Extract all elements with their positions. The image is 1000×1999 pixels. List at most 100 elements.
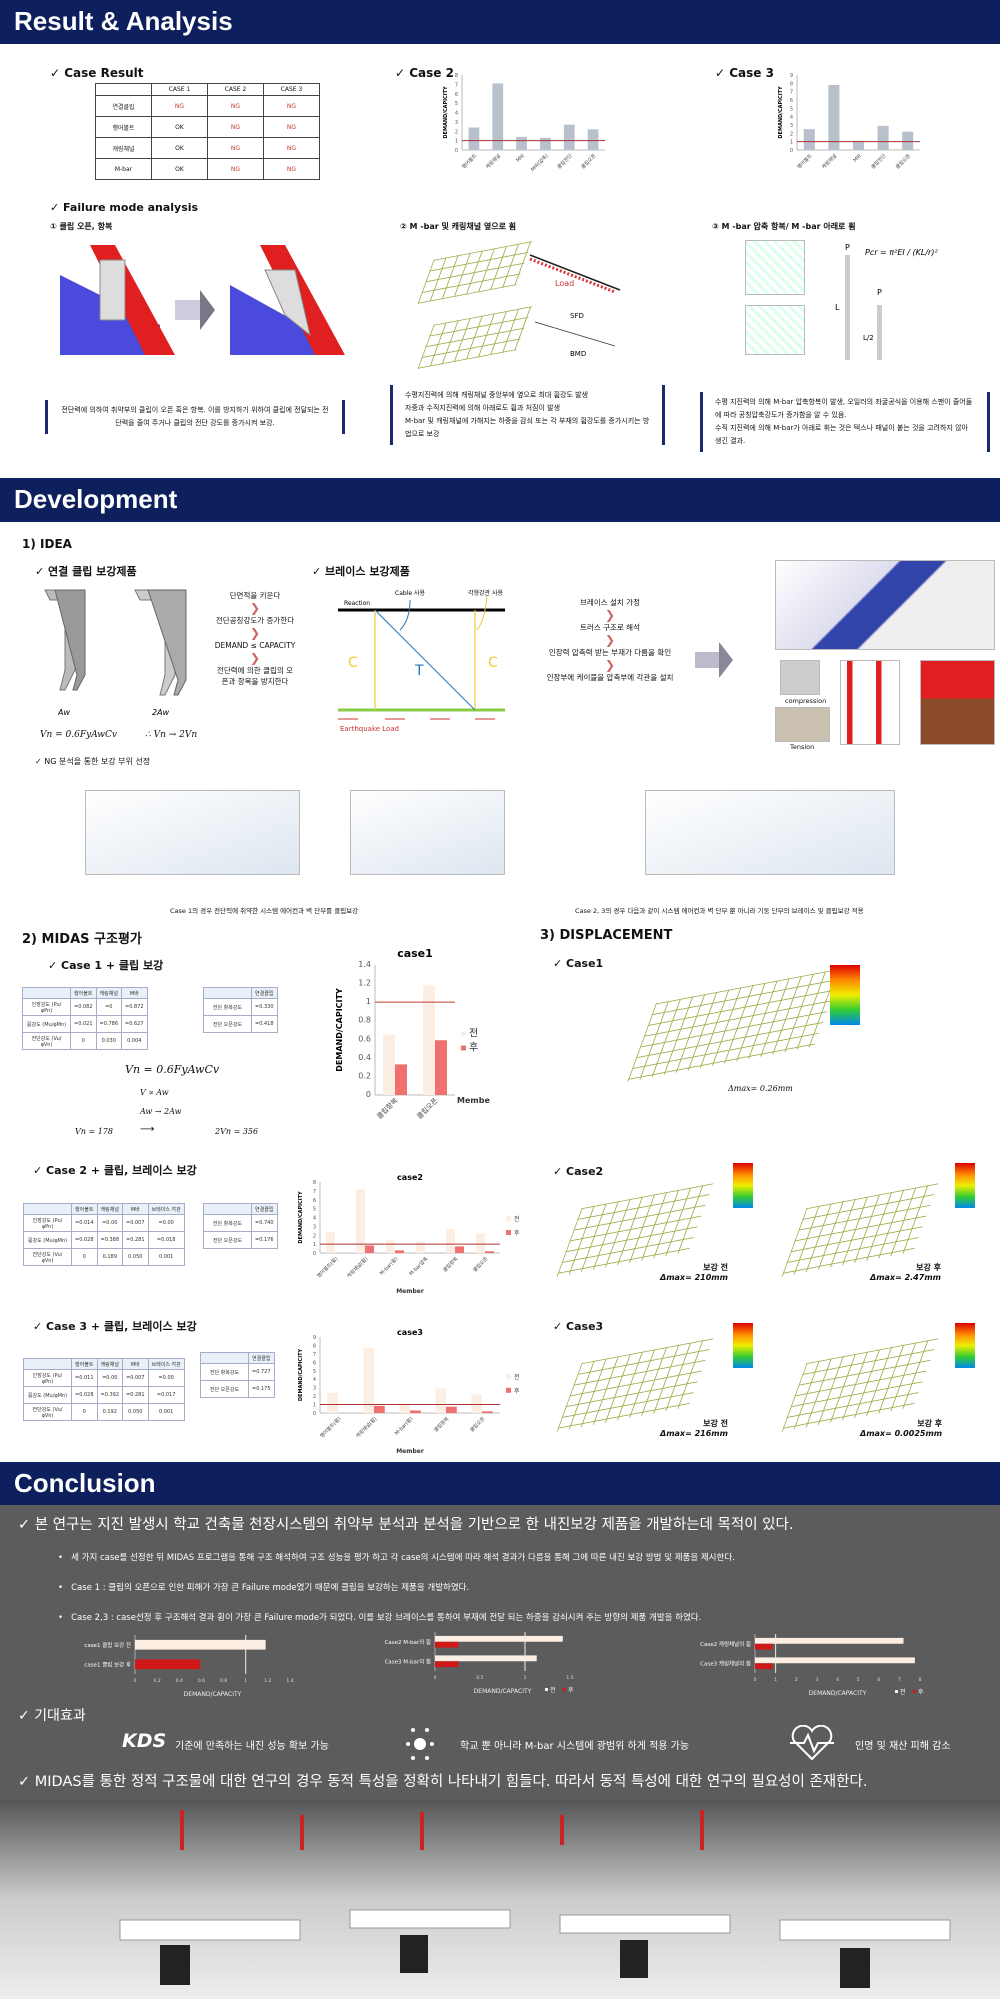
cable-label: Cable 사용: [395, 589, 425, 597]
table-cell: 휨강도 (Mu/φMn): [22, 1015, 71, 1033]
legend-swatch: [895, 1690, 898, 1693]
chevron-down-icon: ❯: [249, 651, 261, 665]
c-label-2: C: [488, 655, 498, 671]
clip-failure-figure: [60, 245, 345, 355]
aw-label: Aw: [57, 708, 70, 717]
l-label: L: [835, 303, 840, 312]
t-label: T: [414, 663, 424, 679]
table-cell: =0.028: [71, 1231, 98, 1249]
flow-step: 트러스 구조로 해석: [580, 623, 640, 632]
table-cell: 0.001: [147, 1248, 185, 1266]
proportional-formula: V ∝ Aw: [140, 1088, 169, 1097]
table-header: 연결클립: [251, 1203, 278, 1215]
legend-label: 후: [568, 1686, 574, 1694]
table-cell: =0.018: [147, 1231, 185, 1249]
x-axis-label: Member: [396, 1448, 424, 1455]
load-label: Load: [555, 279, 574, 288]
legend-label: 전: [469, 1028, 478, 1040]
chart-title: case1: [397, 947, 433, 960]
table-header-row: 연결클립: [203, 987, 278, 999]
x-tick-label: M바: [852, 152, 864, 164]
displacement-title: 3) DISPLACEMENT: [540, 928, 673, 943]
table-cell: NG: [207, 116, 264, 138]
table-cell: OK: [151, 158, 208, 180]
table-cell: 전단 항복강도: [203, 998, 252, 1016]
flow-step: 인장부에 케이블을 압축부에 각관을 설치: [546, 673, 674, 682]
l2-label: L/2: [863, 334, 874, 342]
case1-reinforcement-render: [85, 790, 300, 875]
pipe-label: 각형강관 사용: [468, 589, 504, 597]
x-tick-label: 7: [898, 1677, 901, 1683]
disp-case3-title: ✓ Case3: [553, 1320, 604, 1333]
table-cell: 연결클립: [95, 95, 152, 117]
bar-후: [446, 1406, 457, 1413]
bar-후: [365, 1245, 374, 1253]
y-tick-label: 5: [455, 101, 458, 107]
y-tick-label: 1.2: [358, 979, 371, 988]
legend-swatch: [461, 1045, 466, 1051]
bullet-text: Case 2,3 : case선정 후 구조해석 결과 휨이 가장 큰 Fail…: [71, 1613, 702, 1623]
flow-step: 전단공칭강도가 증가한다: [215, 616, 295, 625]
x-tick-label: 클립전단: [870, 152, 888, 170]
bar-후: [455, 1246, 464, 1253]
table-header: 연결클립: [248, 1352, 275, 1364]
table-cell: 0.030: [95, 1032, 123, 1050]
y-tick-label: 0.2: [358, 1071, 371, 1080]
before-label: 보강 전: [703, 1263, 728, 1272]
bar-후: [435, 1661, 459, 1668]
after-label: 보강 후: [917, 1419, 943, 1428]
table-header: 연결클립: [251, 987, 278, 999]
table-cell: =0.176: [251, 1231, 278, 1249]
note-text: 자중과 수직지진력에 의해 아래로도 휨과 처짐이 발생: [405, 404, 561, 412]
table-header: [203, 1203, 252, 1215]
table-cell: 인장강도 (Pu/φPn): [22, 998, 71, 1016]
network-icon: [406, 1728, 434, 1760]
bar-전: [435, 1655, 537, 1662]
table-cell: =0.281: [122, 1231, 149, 1249]
displacement-legend: [955, 1323, 975, 1368]
table-row: 인장강도 (Pu/φPn)=0.014=0.00=0.007=0.00: [23, 1214, 185, 1232]
y-tick-label: 6: [455, 92, 458, 98]
table-header: M바: [121, 987, 148, 999]
note-failure-2: 수평지진력에 의해 캐링채널 중앙부에 옆으로 최대 휨강도 발생 자중과 수직…: [390, 385, 665, 445]
x-tick-label: 5: [857, 1677, 860, 1683]
table-cell: =0.007: [122, 1214, 149, 1232]
table-cell: =0.175: [248, 1380, 275, 1398]
y-tick-label: 8: [313, 1180, 316, 1186]
y-tick-label: case1 클립 보강 전: [84, 1641, 131, 1649]
table-header: M바: [122, 1358, 149, 1370]
case2-title-text: Case 2: [409, 66, 454, 80]
x-axis-label: DEMAND/CAPACITY: [184, 1691, 242, 1698]
chart-title: case2: [397, 1173, 423, 1182]
bar-value: [516, 136, 527, 150]
table-cell: 인장강도 (Pu/φPn): [23, 1369, 72, 1387]
x-tick-label: 행어볼트(휨): [315, 1255, 339, 1279]
table-header-row: 연결클립: [200, 1352, 275, 1364]
table-cell: 인장강도 (Pu/φPn): [23, 1214, 72, 1232]
displacement-legend: [830, 965, 860, 1025]
note-failure-3: 수평 지진력의 의해 M-bar 압축항복이 발생, 오일러의 좌굴공식을 이용…: [700, 392, 990, 452]
case-result-title-text: Case Result: [64, 66, 144, 80]
failure-mode-1: ① 클립 오픈, 항복: [50, 222, 113, 231]
failure-mode-3: ③ M -bar 압축 항복/ M -bar 아래로 휨: [712, 222, 856, 231]
note-text: 수평 지진력의 의해 M-bar 압축항복이 발생, 오일러의 좌굴공식을 이용…: [715, 398, 973, 419]
chevron-down-icon: ❯: [604, 658, 616, 672]
section-header-conclusion: Conclusion: [0, 1462, 1000, 1506]
y-tick-label: 9: [313, 1335, 316, 1341]
sfd-label: SFD: [570, 312, 584, 320]
table-cell: 전단 항복강도: [200, 1363, 249, 1381]
table-header: 캐링채널: [95, 987, 123, 999]
table-cell: M-bar: [95, 158, 152, 180]
x-tick-label: 행어볼트(휨): [318, 1415, 342, 1439]
x-tick-label: 캐링채널(휨): [345, 1255, 369, 1279]
table-row: 전단 오픈강도=0.175: [200, 1380, 275, 1398]
y-tick-label: 0.6: [358, 1034, 371, 1043]
x-tick-label: 1: [244, 1678, 247, 1684]
